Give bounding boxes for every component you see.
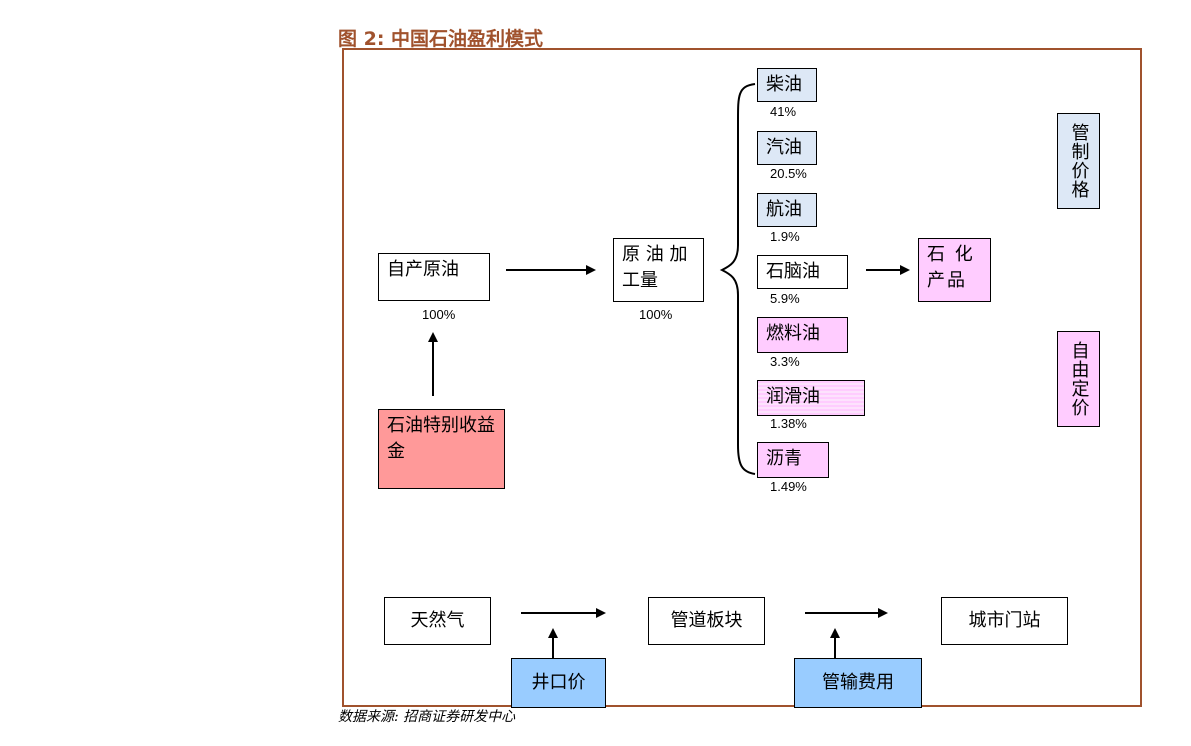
- transport-fee-box: 管输费用: [794, 658, 922, 708]
- petrochem-label: 石 化 产品: [927, 244, 975, 291]
- own-production-box: 自产原油: [378, 253, 490, 301]
- product-box-gasoline: 汽油: [757, 131, 817, 165]
- processing-pct: 100%: [639, 307, 673, 322]
- free-price-label: 自由定价: [1068, 341, 1090, 417]
- product-pct: 1.9%: [770, 229, 800, 244]
- windfall-tax-box: 石油特别收益金: [378, 409, 505, 489]
- product-label: 石脑油: [766, 261, 820, 282]
- product-pct: 1.49%: [770, 479, 807, 494]
- controlled-price-label: 管制价格: [1068, 123, 1090, 199]
- product-box-naphtha: 石脑油: [757, 255, 848, 289]
- product-pct: 5.9%: [770, 291, 800, 306]
- product-label: 汽油: [766, 137, 802, 158]
- own-production-pct: 100%: [422, 307, 456, 322]
- natural-gas-box: 天然气: [384, 597, 491, 645]
- product-label: 柴油: [766, 74, 802, 95]
- natural-gas-label: 天然气: [410, 610, 465, 631]
- petrochem-box: 石 化 产品: [918, 238, 991, 302]
- controlled-price-box: 管制价格: [1057, 113, 1100, 209]
- product-label: 航油: [766, 199, 802, 220]
- source-note: 数据来源: 招商证券研发中心: [338, 709, 516, 725]
- figure-title: 图 2: 中国石油盈利模式: [338, 28, 544, 50]
- city-gate-box: 城市门站: [941, 597, 1068, 645]
- products-brace: [719, 83, 756, 475]
- diagram-frame: [342, 48, 1142, 707]
- city-gate-label: 城市门站: [968, 610, 1041, 631]
- product-box-lubricant: 润滑油: [757, 380, 865, 416]
- product-pct: 20.5%: [770, 166, 807, 181]
- pipeline-label: 管道板块: [670, 610, 743, 631]
- wellhead-price-box: 井口价: [511, 658, 606, 708]
- transport-fee-label: 管输费用: [822, 672, 894, 693]
- product-pct: 1.38%: [770, 416, 807, 431]
- product-label: 沥青: [766, 448, 802, 469]
- pipeline-box: 管道板块: [648, 597, 765, 645]
- own-production-label: 自产原油: [387, 259, 459, 280]
- product-box-jet-fuel: 航油: [757, 193, 817, 227]
- product-box-asphalt: 沥青: [757, 442, 829, 478]
- product-label: 润滑油: [766, 386, 820, 407]
- product-label: 燃料油: [766, 323, 820, 344]
- windfall-tax-label: 石油特别收益金: [387, 415, 495, 462]
- product-pct: 3.3%: [770, 354, 800, 369]
- wellhead-price-label: 井口价: [531, 672, 586, 693]
- product-box-diesel: 柴油: [757, 68, 817, 102]
- processing-label: 原 油 加工量: [622, 244, 688, 291]
- product-box-fuel-oil: 燃料油: [757, 317, 848, 353]
- free-price-box: 自由定价: [1057, 331, 1100, 427]
- product-pct: 41%: [770, 104, 797, 119]
- processing-box: 原 油 加工量: [613, 238, 704, 302]
